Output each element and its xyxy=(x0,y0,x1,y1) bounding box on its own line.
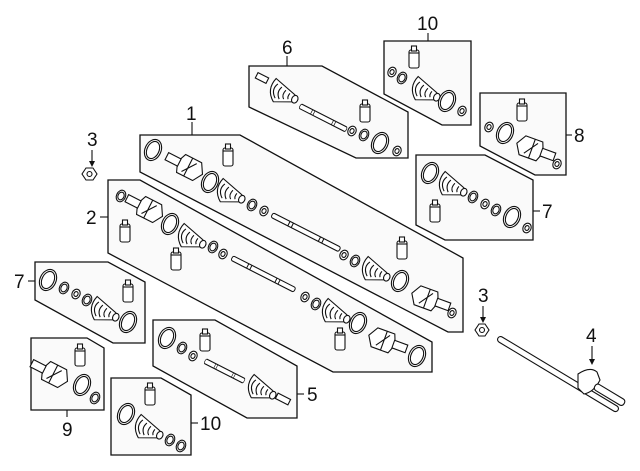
callout-3-left: 3 xyxy=(87,130,98,151)
panel-7-right xyxy=(415,154,534,241)
callout-7-left: 7 xyxy=(14,272,25,293)
panel-5 xyxy=(152,319,298,419)
panel-10-top xyxy=(383,40,472,126)
callout-6: 6 xyxy=(282,38,293,59)
panel-1 xyxy=(139,134,464,333)
callout-3-right: 3 xyxy=(478,286,489,307)
callout-5: 5 xyxy=(307,385,318,406)
panel-8 xyxy=(479,92,567,176)
nut-left xyxy=(81,167,98,181)
panel-6 xyxy=(248,65,409,159)
callout-9: 9 xyxy=(62,420,73,441)
panel-9 xyxy=(26,337,105,411)
callout-10-bottom: 10 xyxy=(200,414,221,435)
panel-2 xyxy=(107,179,433,373)
intermediate-shaft xyxy=(497,335,626,413)
panel-7-left xyxy=(34,261,146,344)
callout-8: 8 xyxy=(574,126,585,147)
nut-right xyxy=(474,323,490,337)
callout-10-top: 10 xyxy=(417,14,438,35)
callout-lines xyxy=(28,33,595,424)
callout-7-right: 7 xyxy=(542,202,553,223)
callout-2: 2 xyxy=(86,208,97,229)
panel-10-bottom xyxy=(110,377,192,456)
callout-4: 4 xyxy=(586,326,597,347)
callout-1: 1 xyxy=(186,104,197,125)
